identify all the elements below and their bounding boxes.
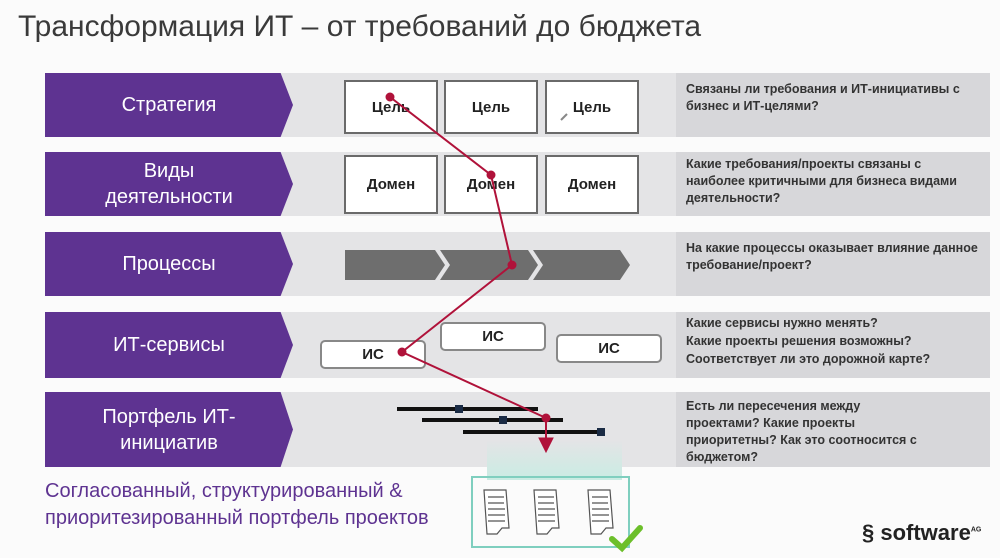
gantt-marker (455, 405, 463, 413)
label-portfolio: Портфель ИТ-инициатив (45, 392, 293, 467)
process-step (345, 250, 445, 280)
goal-box: Цель (344, 80, 438, 134)
process-step (533, 250, 630, 280)
goal-box: Цель (545, 80, 639, 134)
document-icons (483, 489, 614, 535)
domain-box: Домен (545, 155, 639, 214)
document-icon (483, 489, 510, 535)
process-step (440, 250, 538, 280)
question-text: Есть ли пересечения между проектами? Как… (686, 399, 917, 464)
process-chevrons (345, 250, 630, 280)
goal-box: Цель (444, 80, 538, 134)
software-ag-logo: § softwareAG (862, 520, 982, 545)
checkmark-icon (609, 525, 643, 553)
question-strategy: Связаны ли требования и ИТ-инициативы с … (676, 73, 990, 137)
question-text: Соответствует ли это дорожной карте? (686, 351, 931, 366)
gantt-bars (397, 407, 603, 434)
document-icon (533, 489, 560, 535)
gantt-markers (455, 405, 605, 436)
result-text: Согласованный, структурированный & приор… (45, 480, 429, 529)
trace-path (385, 92, 554, 454)
question-services: Какие сервисы нужно менять? Какие проекты… (676, 312, 990, 378)
question-text: Связаны ли требования и ИТ-инициативы с … (686, 82, 960, 113)
question-text: Какие требования/проекты связаны с наибо… (686, 157, 957, 205)
question-text: Какие проекты решения возможны? (686, 333, 912, 348)
arrow-down-icon (538, 437, 554, 454)
question-domains: Какие требования/проекты связаны с наибо… (676, 152, 990, 216)
portfolio-box (471, 476, 630, 548)
label-domains: Виды деятельности (45, 152, 293, 216)
pen-cursor-icon (560, 113, 568, 121)
gantt-marker (597, 428, 605, 436)
question-text: Какие сервисы нужно менять? (686, 316, 878, 330)
document-icon (587, 489, 614, 535)
question-processes: На какие процессы оказывает влияние данн… (676, 232, 990, 296)
question-portfolio: Есть ли пересечения между проектами? Как… (676, 392, 990, 467)
slide-title: Трансформация ИТ – от требований до бюдж… (18, 10, 702, 43)
portfolio-glow (487, 440, 622, 480)
label-processes: Процессы (45, 232, 293, 296)
domain-box: Домен (344, 155, 438, 214)
label-services: ИТ-сервисы (45, 312, 293, 378)
label-strategy: Стратегия (45, 73, 293, 137)
it-service-box: ИС (440, 322, 546, 351)
gantt-marker (499, 416, 507, 424)
it-service-box: ИС (556, 334, 662, 363)
question-text: На какие процессы оказывает влияние данн… (686, 241, 978, 272)
domain-box: Домен (444, 155, 538, 214)
